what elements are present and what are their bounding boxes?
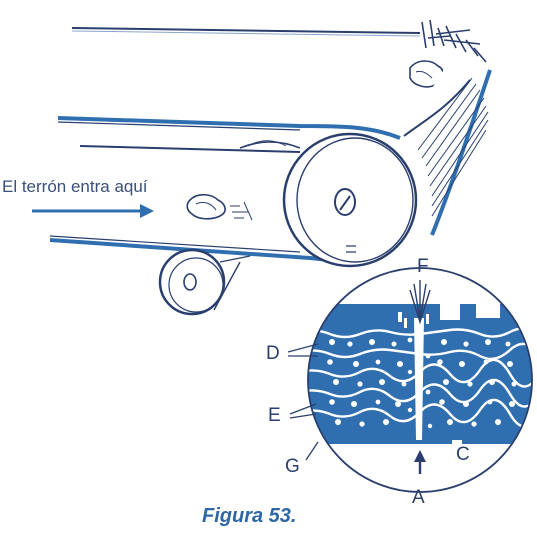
label-G: G bbox=[285, 456, 300, 477]
upper-belt-line bbox=[71, 27, 421, 34]
leader-D bbox=[287, 343, 319, 357]
clod-entering bbox=[186, 193, 226, 220]
arrow-A bbox=[414, 450, 426, 474]
leader-G bbox=[305, 441, 319, 461]
cross-section-outline bbox=[307, 267, 533, 493]
label-A: A bbox=[412, 487, 425, 508]
label-E: E bbox=[268, 405, 281, 426]
leader-E bbox=[289, 403, 317, 419]
rising-belt bbox=[400, 60, 480, 200]
entry-arrow bbox=[32, 204, 154, 218]
label-F: F bbox=[417, 256, 429, 277]
label-D: D bbox=[266, 343, 280, 364]
brush-bristles bbox=[421, 19, 487, 63]
figure-caption: Figura 53. bbox=[202, 505, 297, 527]
belt-top-edge bbox=[57, 116, 401, 140]
arrow-F bbox=[409, 280, 431, 325]
entry-label: El terrón entra aquí bbox=[2, 177, 148, 196]
label-C: C bbox=[456, 444, 470, 465]
